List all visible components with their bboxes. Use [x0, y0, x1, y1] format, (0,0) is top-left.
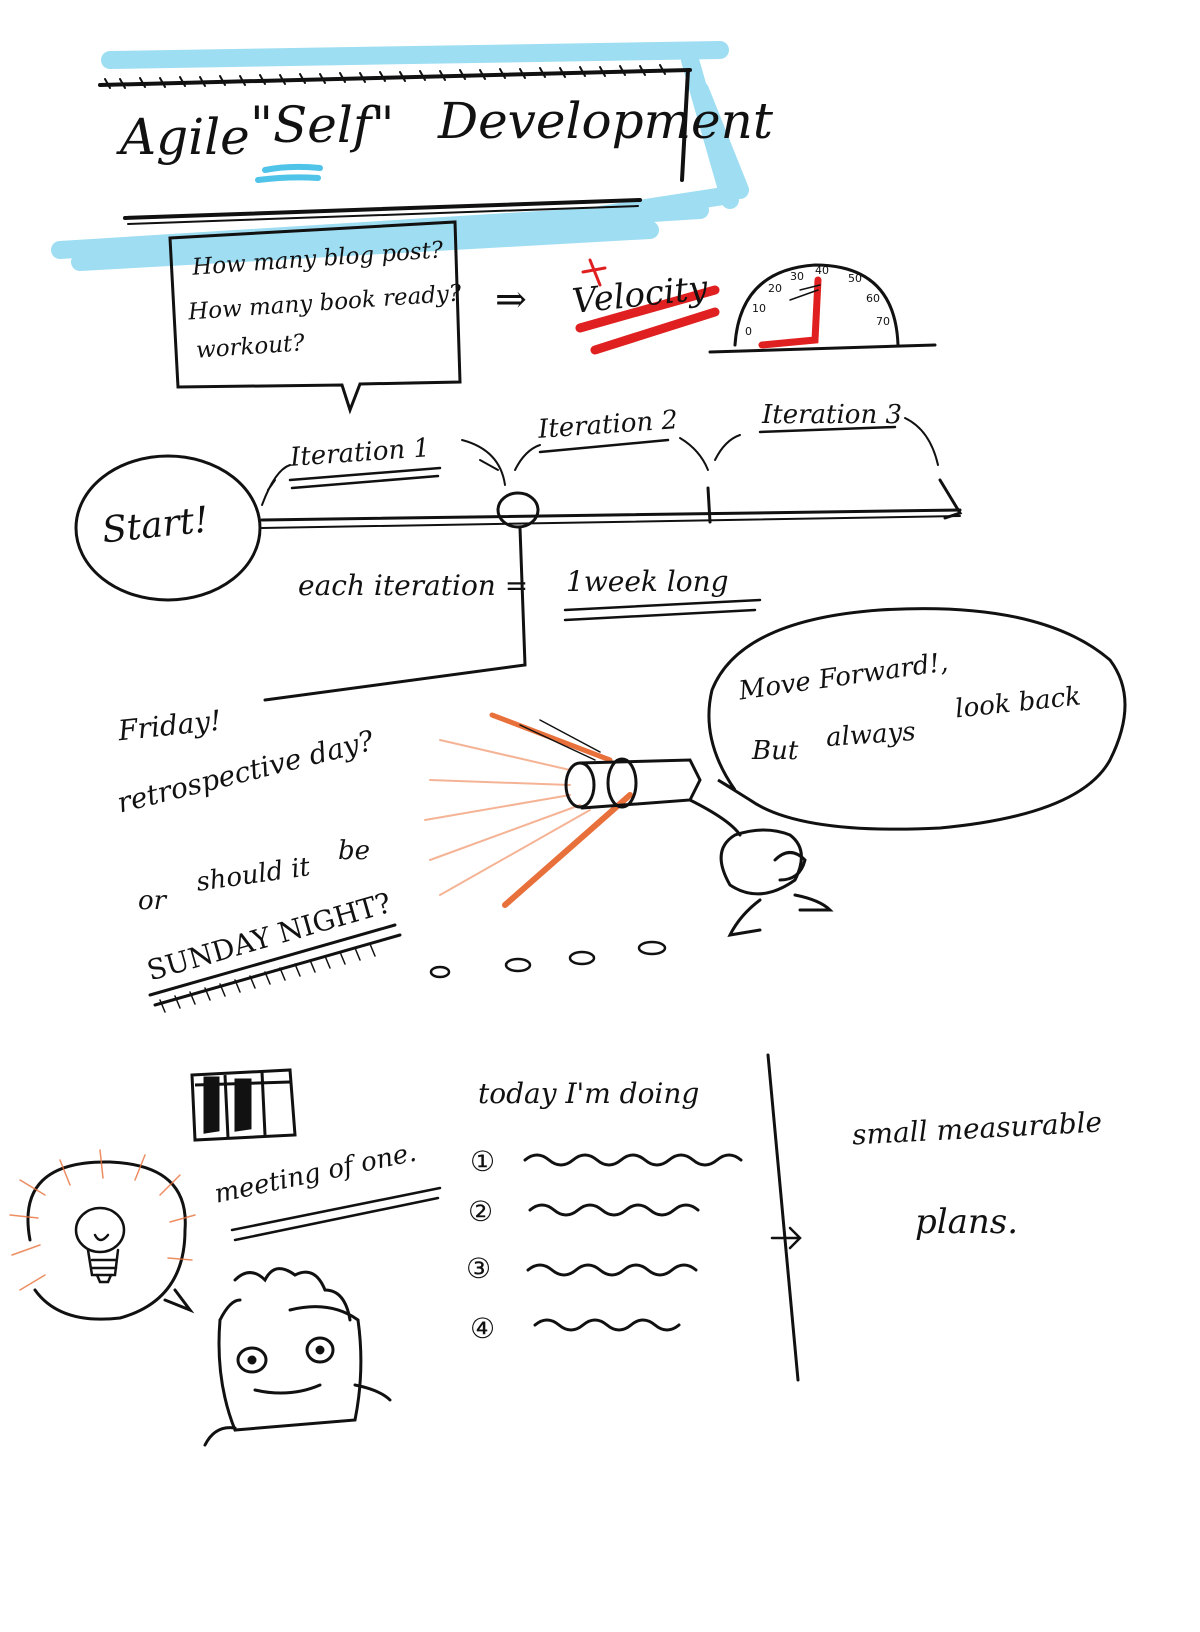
divider [766, 1053, 802, 1382]
todo-number-1: ① [470, 1145, 496, 1178]
speedometer: 0 10 20 30 40 50 60 70 [708, 263, 937, 354]
title-word-development: Development [438, 92, 773, 150]
title-blue-highlight [51, 41, 749, 271]
retro-be: be [338, 836, 371, 866]
todo-number-2: ② [468, 1195, 494, 1228]
face-drawing [203, 1267, 392, 1447]
todo-number-3: ③ [466, 1252, 492, 1285]
iteration-3-label: Iteration 3 [762, 400, 903, 430]
lightbulb-thought [9, 1149, 196, 1321]
plans-line-2: plans. [915, 1202, 1019, 1242]
iteration-length-prefix: each iteration = [298, 569, 529, 602]
telescope-character [564, 757, 834, 937]
iteration-length-value: 1week long [566, 565, 729, 598]
title-word-agile: Agile [120, 108, 250, 166]
iteration-marker [496, 491, 540, 529]
speedometer-tick: 60 [866, 292, 880, 305]
todo-number-4: ④ [470, 1312, 496, 1345]
todo-squiggles [523, 1153, 743, 1332]
speedometer-tick: 20 [768, 282, 782, 295]
implies-arrow: ⇒ [495, 277, 527, 321]
sunday-underline [148, 923, 402, 1013]
question-box [168, 220, 462, 415]
speech-but: But [752, 736, 799, 766]
speedometer-tick: 30 [790, 270, 804, 283]
timeline [74, 417, 963, 702]
velocity-underline [575, 258, 720, 355]
speedometer-tick: 0 [745, 325, 752, 338]
speech-bubble [707, 607, 1127, 831]
speedometer-tick: 70 [876, 315, 890, 328]
lightbulb-icon [74, 1206, 126, 1284]
title-frame [98, 64, 692, 225]
retro-or: or [138, 886, 167, 916]
meeting-underline [230, 1186, 442, 1242]
calendar-icon [190, 1068, 297, 1142]
speedometer-tick: 50 [848, 272, 862, 285]
today-heading: today I'm doing [478, 1077, 700, 1110]
speech-always: always [825, 716, 917, 754]
footprints [429, 940, 667, 979]
start-bubble [74, 454, 262, 602]
title-word-self: "Self" [250, 96, 395, 154]
speedometer-tick: 10 [752, 302, 766, 315]
speedometer-tick: 40 [815, 264, 829, 277]
telescope-rays [424, 712, 633, 908]
